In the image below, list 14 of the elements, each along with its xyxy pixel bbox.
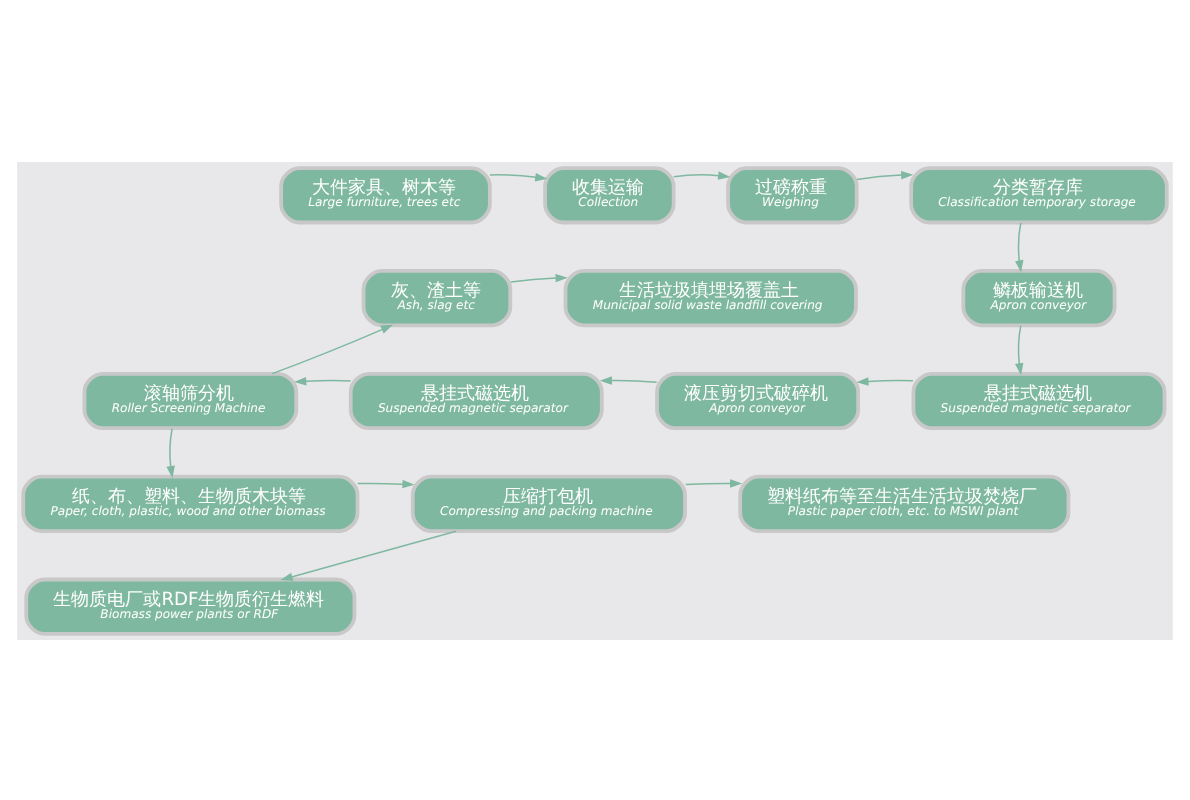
arrow bbox=[672, 170, 731, 179]
arrow bbox=[356, 478, 415, 488]
arrow bbox=[856, 376, 914, 385]
arrow bbox=[1015, 324, 1024, 375]
arrow bbox=[684, 478, 743, 487]
arrow bbox=[1015, 221, 1024, 272]
arrow bbox=[271, 323, 394, 374]
arrow bbox=[294, 376, 352, 385]
arrow bbox=[856, 169, 914, 180]
arrow bbox=[599, 375, 658, 384]
arrow bbox=[489, 172, 548, 181]
arrow bbox=[166, 427, 175, 478]
arrow bbox=[280, 529, 457, 580]
arrow bbox=[509, 272, 568, 282]
